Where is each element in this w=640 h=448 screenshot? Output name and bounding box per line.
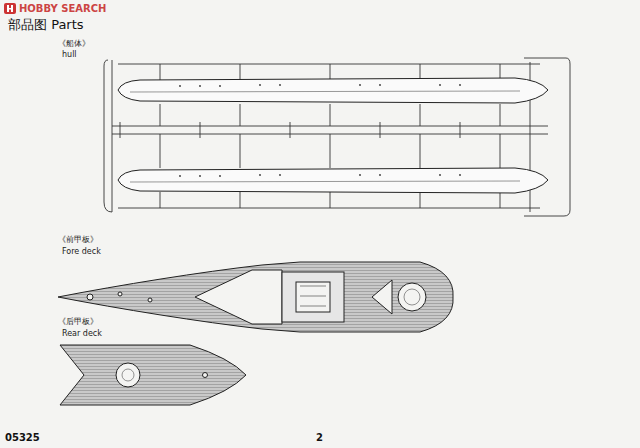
- fore-deck-part: [58, 262, 453, 332]
- part-name: 《前甲板》: [58, 236, 98, 245]
- page-number: 2: [316, 432, 323, 443]
- kit-number: 05325: [5, 432, 40, 443]
- rear-deck-part: [60, 345, 246, 405]
- part-name: Rear deck: [62, 330, 102, 339]
- part-name: hull: [62, 51, 77, 60]
- part-name: Fore deck: [62, 248, 101, 257]
- page-title: 部品图 Parts: [8, 18, 84, 32]
- hull-sprue: [104, 58, 570, 216]
- porthole-dots: [179, 84, 461, 177]
- watermark: HOBBY SEARCH: [19, 3, 106, 14]
- hull-part: [118, 78, 548, 193]
- part-name: 《后甲板》: [58, 318, 98, 327]
- watermark-logo: [4, 3, 16, 14]
- part-name: 《船体》: [58, 40, 90, 49]
